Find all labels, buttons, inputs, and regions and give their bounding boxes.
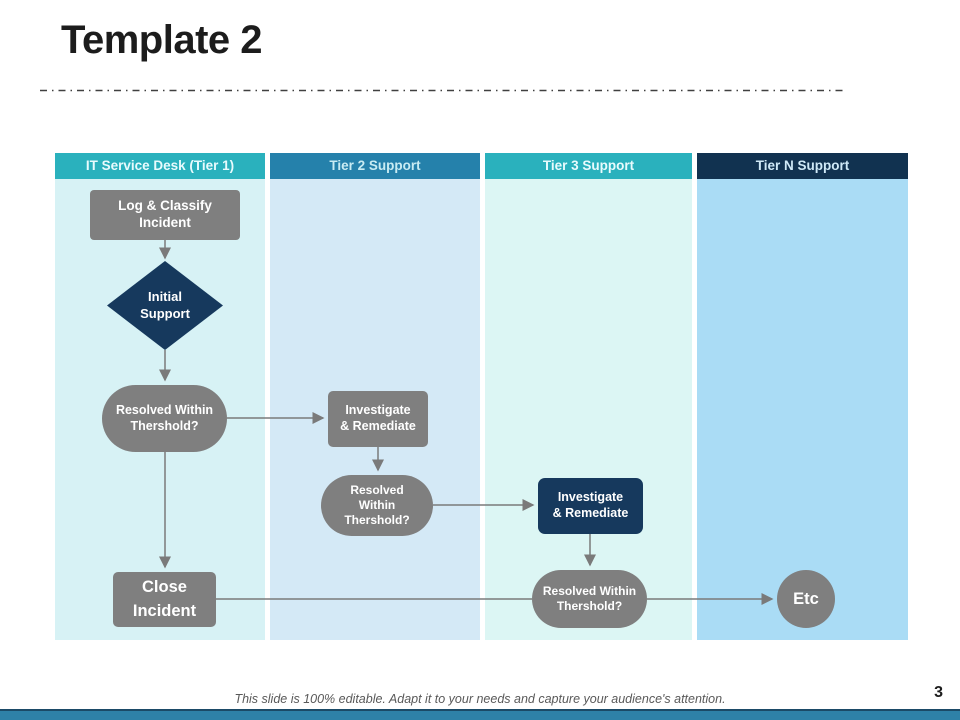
lane-tier3: Tier 3 Support xyxy=(485,153,692,640)
node-resolved-threshold-tier3: Resolved Within Thershold? xyxy=(532,570,647,628)
lane-tier2-header: Tier 2 Support xyxy=(270,153,480,179)
footer-bar-teal xyxy=(0,711,960,720)
lane-tiern-header: Tier N Support xyxy=(697,153,908,179)
lane-tiern: Tier N Support xyxy=(697,153,908,640)
lane-tiern-body xyxy=(697,179,908,640)
node-etc: Etc xyxy=(777,570,835,628)
node-resolved-threshold-tier1: Resolved Within Thershold? xyxy=(102,385,227,452)
node-close-incident: Close Incident xyxy=(113,572,216,627)
node-investigate-remediate-tier2: Investigate & Remediate xyxy=(328,391,428,447)
lane-tier3-header: Tier 3 Support xyxy=(485,153,692,179)
footer-note: This slide is 100% editable. Adapt it to… xyxy=(234,692,726,706)
page-number: 3 xyxy=(934,684,943,701)
node-investigate-remediate-tier3: Investigate & Remediate xyxy=(538,478,643,534)
slide-title: Template 2 xyxy=(61,18,263,62)
node-resolved-threshold-tier2: Resolved Within Thershold? xyxy=(321,475,433,536)
footer-bar-navy-line xyxy=(0,709,960,711)
swimlane-table: IT Service Desk (Tier 1) Tier 2 Support … xyxy=(55,153,908,640)
node-log-classify-incident: Log & Classify Incident xyxy=(90,190,240,240)
lane-tier1-header: IT Service Desk (Tier 1) xyxy=(55,153,265,179)
